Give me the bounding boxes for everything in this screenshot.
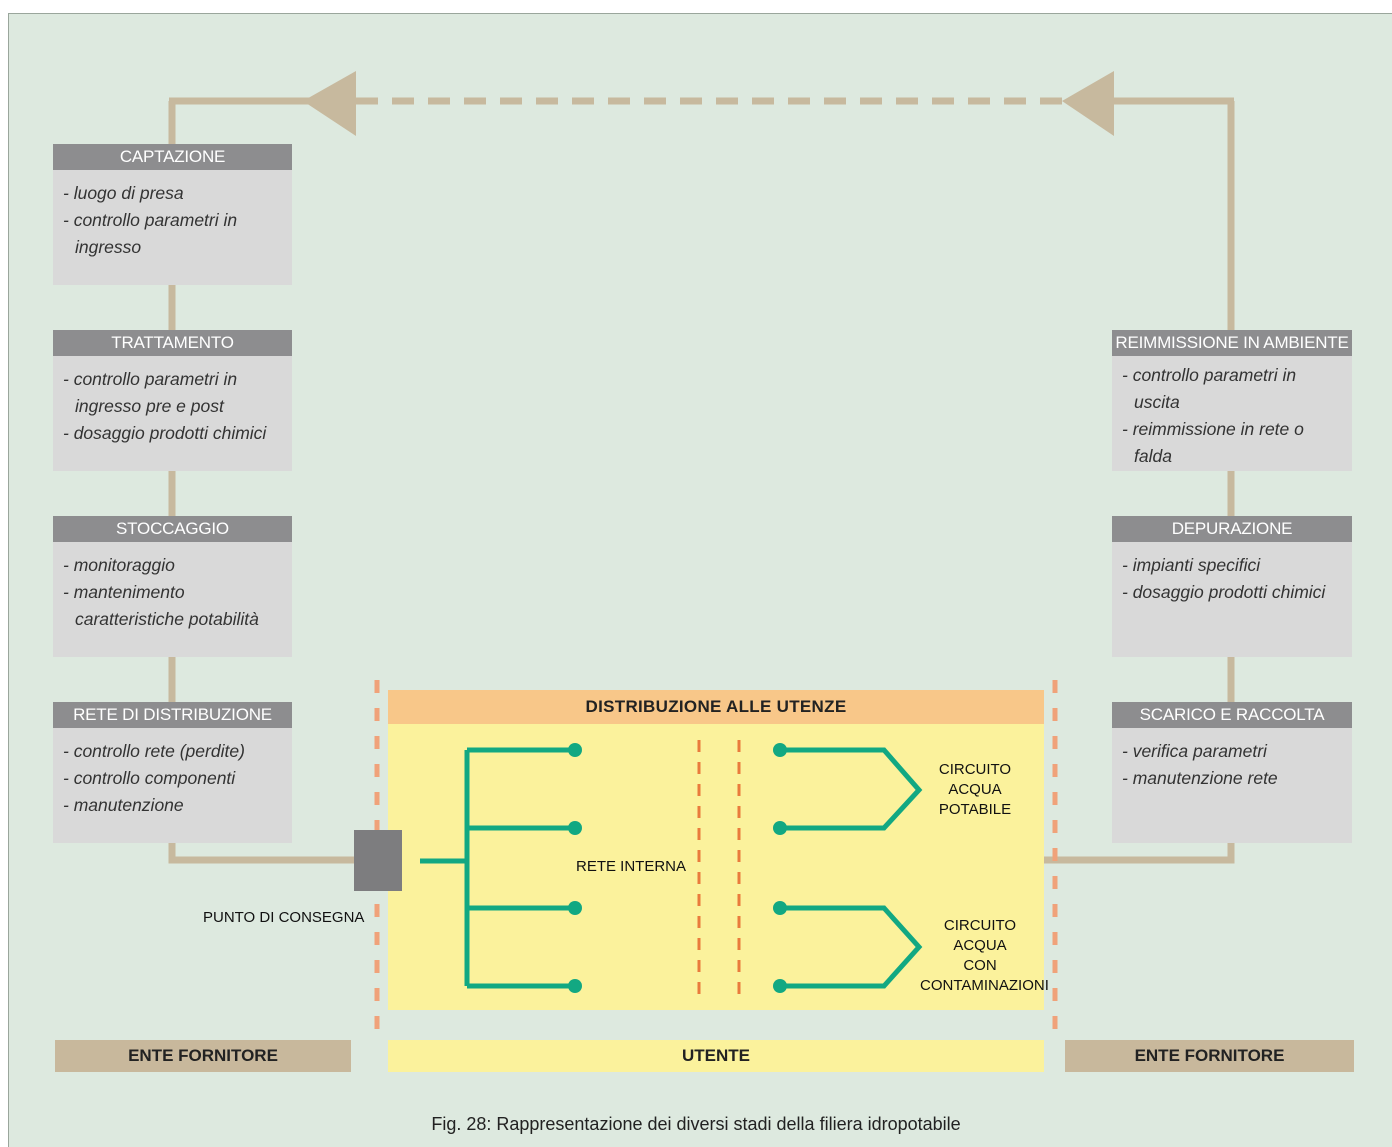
rete-interna-label: RETE INTERNA bbox=[576, 858, 687, 875]
footer-ente-fornitore-left: ENTE FORNITORE bbox=[55, 1040, 351, 1072]
network-node bbox=[568, 743, 582, 757]
footer-ente-fornitore-right: ENTE FORNITORE bbox=[1065, 1040, 1354, 1072]
network-node bbox=[773, 821, 787, 835]
stage-item: reimmissione in rete o falda bbox=[1122, 416, 1346, 470]
stage-trattamento-title: TRATTAMENTO bbox=[53, 330, 292, 356]
stage-item: controllo parametri in ingresso pre e po… bbox=[63, 366, 286, 420]
stage-rete-distribuzione: RETE DI DISTRIBUZIONE controllo rete (pe… bbox=[53, 702, 292, 843]
arrowhead-right bbox=[1062, 71, 1114, 136]
stage-item: luogo di presa bbox=[63, 180, 286, 207]
stage-scarico: SCARICO E RACCOLTA verifica parametri ma… bbox=[1112, 702, 1352, 843]
distribution-title: DISTRIBUZIONE ALLE UTENZE bbox=[388, 690, 1044, 724]
circuito-potabile-line-1: CIRCUITO bbox=[938, 761, 1012, 778]
network-node bbox=[773, 901, 787, 915]
stage-scarico-title: SCARICO E RACCOLTA bbox=[1112, 702, 1352, 728]
circuit-contaminazioni-line bbox=[780, 905, 923, 989]
stage-item: dosaggio prodotti chimici bbox=[1122, 579, 1346, 606]
network-node bbox=[568, 901, 582, 915]
stage-item: monitoraggio bbox=[63, 552, 286, 579]
figure-caption: Fig. 28: Rappresentazione dei diversi st… bbox=[431, 1114, 961, 1134]
circuito-contaminazioni-line-2: ACQUA bbox=[953, 937, 1007, 954]
circuito-potabile-line-3: POTABILE bbox=[938, 801, 1012, 818]
stage-item: controllo rete (perdite) bbox=[63, 738, 286, 765]
stage-stoccaggio-title: STOCCAGGIO bbox=[53, 516, 292, 542]
network-node bbox=[773, 743, 787, 757]
stage-rete-title: RETE DI DISTRIBUZIONE bbox=[53, 702, 292, 728]
arrowhead-left bbox=[303, 71, 356, 136]
circuito-potabile-label: CIRCUITO ACQUA POTABILE bbox=[920, 760, 1030, 820]
punto-consegna-box bbox=[354, 830, 402, 891]
stage-captazione: CAPTAZIONE luogo di presa controllo para… bbox=[53, 144, 292, 285]
stage-item: manutenzione rete bbox=[1122, 765, 1346, 792]
stage-reimmissione: REIMMISSIONE IN AMBIENTE controllo param… bbox=[1112, 330, 1352, 471]
circuit-potabile-line bbox=[780, 747, 923, 831]
network-node bbox=[568, 821, 582, 835]
stage-captazione-title: CAPTAZIONE bbox=[53, 144, 292, 170]
distribution-panel bbox=[388, 690, 1044, 1010]
network-node bbox=[568, 979, 582, 993]
stage-stoccaggio: STOCCAGGIO monitoraggio mantenimento car… bbox=[53, 516, 292, 657]
stage-item: manutenzione bbox=[63, 792, 286, 819]
stage-reimmissione-title: REIMMISSIONE IN AMBIENTE bbox=[1112, 330, 1352, 356]
footer-utente: UTENTE bbox=[388, 1040, 1044, 1072]
circuito-contaminazioni-line-1: CIRCUITO bbox=[943, 917, 1017, 934]
stage-item: impianti specifici bbox=[1122, 552, 1346, 579]
punto-consegna-label: PUNTO DI CONSEGNA bbox=[203, 909, 365, 926]
stage-item: controllo parametri in uscita bbox=[1122, 362, 1346, 416]
stage-item: mantenimento caratteristiche potabilità bbox=[63, 579, 286, 633]
stage-item: controllo parametri in ingresso bbox=[63, 207, 286, 261]
circuito-contaminazioni-label: CIRCUITO ACQUA CON CONTAMINAZIONI bbox=[920, 916, 1049, 996]
circuito-contaminazioni-line-4: CONTAMINAZIONI bbox=[920, 977, 1049, 994]
stage-depurazione-title: DEPURAZIONE bbox=[1112, 516, 1352, 542]
stage-trattamento: TRATTAMENTO controllo parametri in ingre… bbox=[53, 330, 292, 471]
circuito-potabile-line-2: ACQUA bbox=[948, 781, 1002, 798]
stage-depurazione: DEPURAZIONE impianti specifici dosaggio … bbox=[1112, 516, 1352, 657]
network-node bbox=[773, 979, 787, 993]
circuito-contaminazioni-line-3: CON bbox=[963, 957, 997, 974]
stage-item: dosaggio prodotti chimici bbox=[63, 420, 286, 447]
stage-item: verifica parametri bbox=[1122, 738, 1346, 765]
stage-item: controllo componenti bbox=[63, 765, 286, 792]
